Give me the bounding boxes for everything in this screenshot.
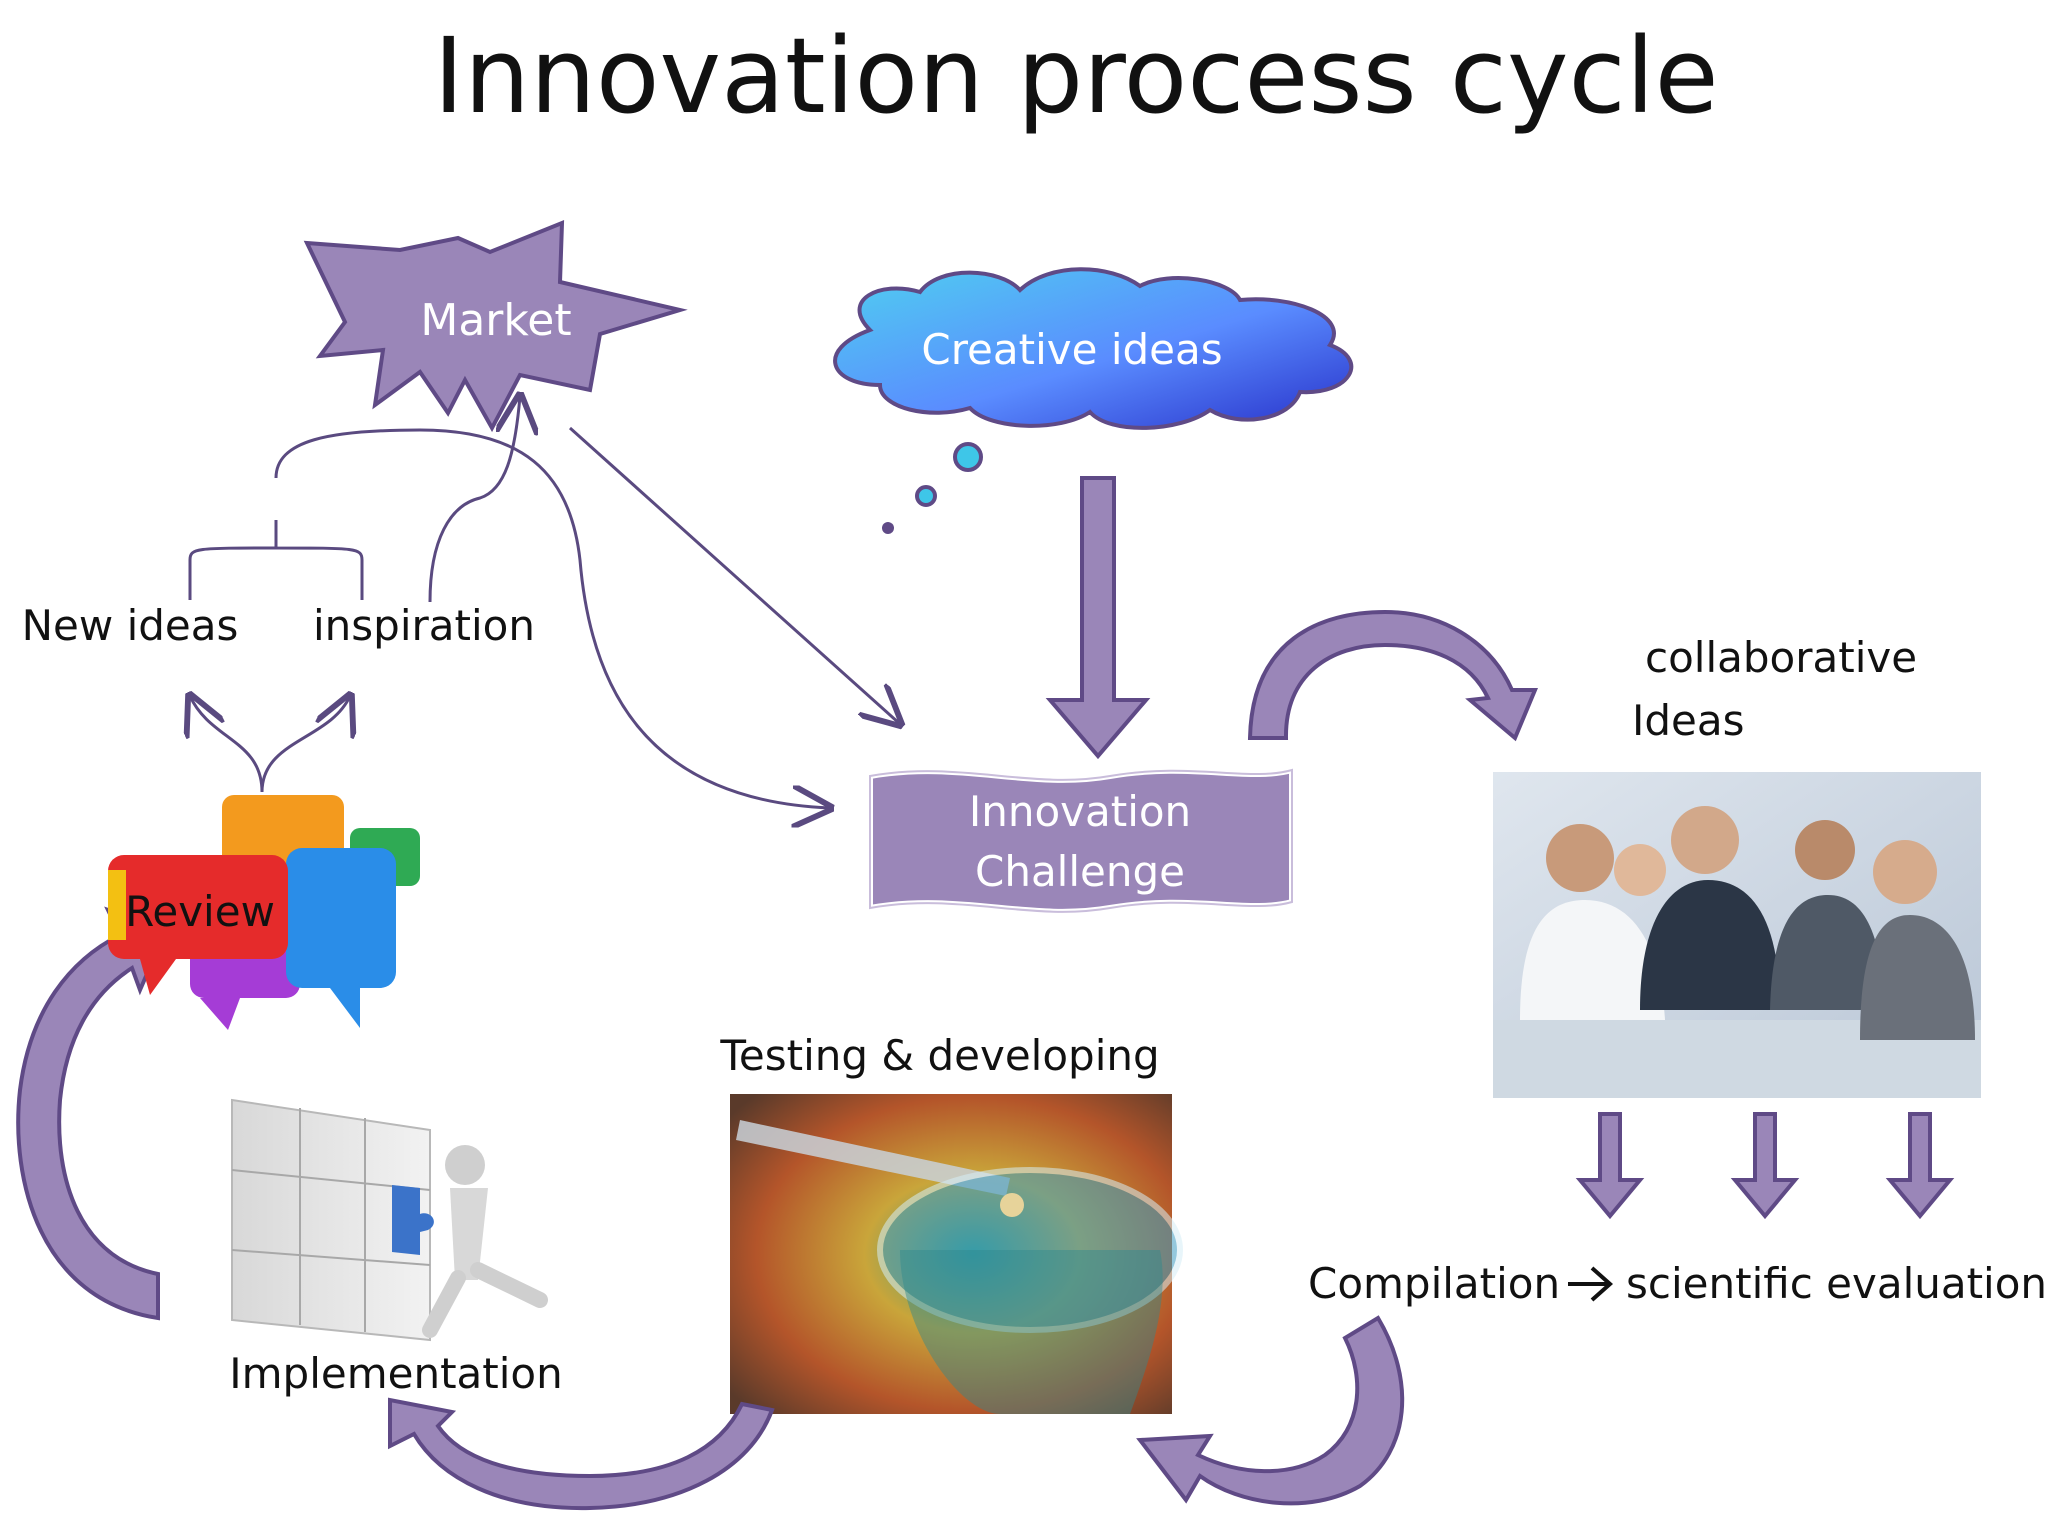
new-ideas-label: New ideas — [22, 601, 239, 650]
innovation-challenge-line2: Challenge — [975, 847, 1185, 896]
innovation-challenge-line1: Innovation — [969, 787, 1191, 836]
arrow-testing-to-implementation — [388, 1397, 775, 1511]
arrow-creative-to-challenge — [1045, 476, 1151, 760]
connector-lines — [188, 396, 900, 808]
team-meeting-photo — [1493, 772, 1981, 1098]
arrow-compilation-to-testing — [1136, 1315, 1405, 1506]
compilation-arrow-icon — [1568, 1266, 1614, 1302]
compilation-label: Compilation — [1308, 1259, 1560, 1308]
review-speech-bubbles-icon — [108, 795, 420, 1030]
implementation-label: Implementation — [229, 1349, 563, 1398]
testing-developing-label: Testing & developing — [719, 1031, 1159, 1080]
review-label: Review — [125, 887, 275, 936]
market-node: Market — [303, 219, 688, 433]
collaborative-label-line2: Ideas — [1632, 696, 1745, 745]
market-label: Market — [420, 295, 571, 346]
scientific-evaluation-label: scientific evaluation — [1626, 1259, 2047, 1308]
thought-bubble-large — [953, 442, 983, 472]
creative-ideas-node: Creative ideas — [833, 267, 1354, 534]
puzzle-implementation-image — [231, 1098, 548, 1342]
thought-bubble-medium — [915, 485, 937, 507]
collaborative-label-line1: collaborative — [1645, 633, 1917, 682]
page-title: Innovation process cycle — [433, 15, 1718, 137]
creative-ideas-label: Creative ideas — [921, 325, 1222, 374]
lab-photo — [730, 1094, 1183, 1414]
inspiration-label: inspiration — [313, 601, 535, 650]
evaluation-down-arrows — [1575, 1112, 1955, 1220]
arrow-challenge-to-collaborative — [1247, 609, 1538, 742]
thought-bubble-small — [882, 522, 894, 534]
review-branch-arrows — [190, 696, 350, 793]
innovation-challenge-node: Innovation Challenge — [867, 766, 1295, 915]
